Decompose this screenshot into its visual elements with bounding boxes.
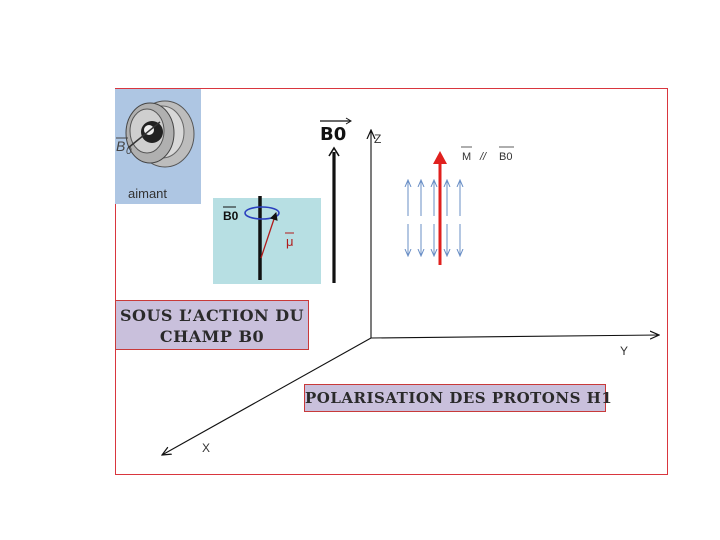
- b0-main-overbar-head: [345, 117, 352, 125]
- proton-spin-arrows: [408, 181, 460, 255]
- precession-orbit: [244, 206, 280, 220]
- magnet-field-label: B: [116, 138, 125, 154]
- magnet-rings-icon: [125, 100, 195, 168]
- magnet-field-subscript: 0: [126, 146, 132, 157]
- magnetization-parallel-label: //: [479, 151, 487, 163]
- champ-b0-line1: SOUS L’ACTION DU: [119, 306, 305, 325]
- magnetic-moment-arrow: [260, 212, 278, 259]
- champ-b0-line2: CHAMP B0: [159, 327, 265, 346]
- magnet-label: aimant: [128, 186, 167, 201]
- z-axis-label: Z: [374, 132, 381, 146]
- magnetization-b0-label: B0: [499, 151, 512, 163]
- y-axis-label: Y: [620, 344, 628, 358]
- magnetic-moment-label: μ: [286, 234, 294, 249]
- b0-arrow-head: [328, 146, 340, 157]
- magnetization-m-label: M: [462, 151, 471, 163]
- champ-b0-box: SOUS L’ACTION DU CHAMP B0: [115, 300, 309, 350]
- x-axis: [162, 337, 372, 455]
- proton-field-label: B0: [223, 209, 239, 223]
- y-axis: [370, 335, 659, 338]
- b0-main-label: B0: [320, 124, 346, 145]
- polarisation-box: POLARISATION DES PROTONS H1: [304, 384, 612, 412]
- diagram-frame: [115, 88, 668, 475]
- x-axis-label: X: [202, 441, 210, 455]
